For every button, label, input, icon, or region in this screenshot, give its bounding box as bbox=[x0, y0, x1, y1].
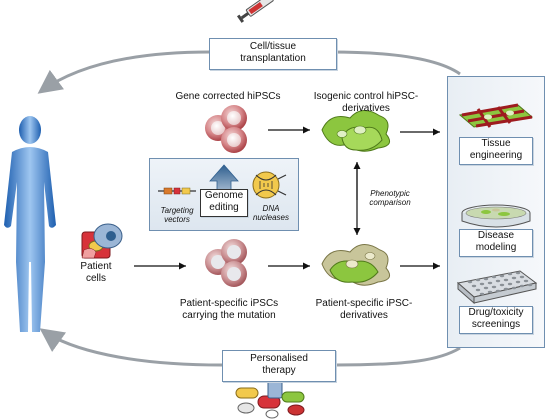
tissue-engineering-label: Tissue engineering bbox=[469, 138, 523, 161]
genome-editing-panel: Genome editing Targeting vectors DNA nuc… bbox=[149, 158, 299, 231]
loop-top-arrow bbox=[37, 50, 461, 94]
applications-panel: Tissue engineering Disease modeling Drug… bbox=[447, 76, 545, 348]
isogenic-control-label: Isogenic control hiPSC- derivatives bbox=[313, 91, 419, 114]
disease-modeling-box: Disease modeling bbox=[459, 229, 533, 257]
drug-toxicity-label: Drug/toxicity screenings bbox=[468, 307, 524, 330]
transplantation-label: Cell/tissue transplantation bbox=[240, 41, 306, 64]
dna-nuclease-icon bbox=[252, 171, 287, 199]
disease-modeling-label: Disease modeling bbox=[475, 230, 517, 253]
patient-specific-derivatives-label: Patient-specific iPSC- derivatives bbox=[315, 298, 413, 321]
tissue-engineering-box: Tissue engineering bbox=[459, 137, 533, 165]
tissue-scaffold-icon bbox=[458, 103, 534, 128]
patient-ipsc-cluster bbox=[205, 239, 247, 287]
petri-dish-icon bbox=[461, 204, 531, 228]
human-body-icon bbox=[4, 116, 56, 332]
targeting-vectors-label: Targeting vectors bbox=[160, 206, 194, 224]
genome-editing-box: Genome editing bbox=[200, 189, 248, 217]
drug-toxicity-box: Drug/toxicity screenings bbox=[459, 306, 533, 334]
multiwell-plate-icon bbox=[456, 270, 538, 305]
transplantation-box: Cell/tissue transplantation bbox=[209, 38, 337, 70]
genome-editing-label: Genome editing bbox=[204, 190, 244, 213]
targeting-vector-icon bbox=[158, 187, 196, 195]
personalised-therapy-box: Personalised therapy bbox=[222, 350, 336, 382]
dna-nucleases-label: DNA nucleases bbox=[252, 204, 290, 222]
patient-derivatives-cells bbox=[321, 244, 391, 286]
patient-cells-label: Patient cells bbox=[80, 261, 112, 284]
personalised-therapy-label: Personalised therapy bbox=[250, 353, 308, 376]
syringe-icon bbox=[236, 0, 274, 23]
isogenic-derivatives-cells bbox=[321, 110, 391, 152]
phenotypic-comparison-label: Phenotypic comparison bbox=[369, 189, 411, 207]
pills-icon bbox=[235, 379, 305, 419]
gene-corrected-label: Gene corrected hiPSCs bbox=[175, 91, 281, 102]
loop-bottom-arrow bbox=[39, 328, 461, 367]
patient-cells-icon bbox=[81, 223, 123, 259]
gene-corrected-ipsc-cluster bbox=[205, 105, 247, 153]
applications-graphics bbox=[456, 103, 538, 305]
patient-specific-ipscs-label: Patient-specific iPSCs carrying the muta… bbox=[179, 298, 279, 321]
